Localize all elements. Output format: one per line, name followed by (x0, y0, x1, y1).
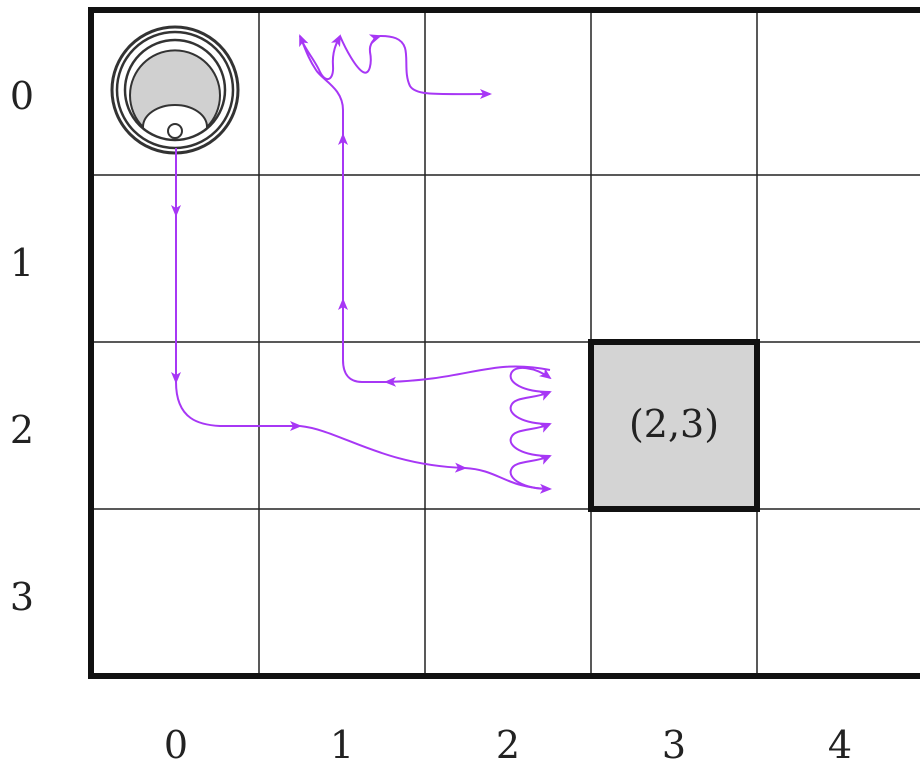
row-label: 1 (10, 241, 34, 285)
path-segment (339, 34, 382, 74)
column-label: 4 (828, 723, 852, 767)
column-label: 2 (496, 723, 520, 767)
column-label: 3 (662, 723, 686, 767)
column-label: 1 (330, 723, 354, 767)
path-segment (338, 298, 386, 383)
target-cell-box (588, 339, 760, 512)
path-segment (299, 425, 467, 473)
column-labels: 0 1 2 3 4 (164, 723, 852, 767)
column-label: 0 (164, 723, 188, 767)
path-segment (299, 34, 341, 81)
target-cell: (2,3) (588, 339, 760, 512)
row-label: 2 (10, 408, 34, 452)
target-cell-label: (2,3) (629, 402, 719, 446)
path-segment (509, 391, 552, 425)
robot-icon (110, 25, 240, 155)
row-label: 0 (10, 74, 34, 118)
path-segment (509, 455, 552, 490)
robot-path (171, 34, 552, 494)
path-segment (384, 365, 551, 387)
row-labels: 0 1 2 3 (10, 74, 34, 619)
row-label: 3 (10, 575, 34, 619)
path-segment (509, 366, 552, 393)
path-segment (464, 467, 552, 494)
path-segment (379, 35, 492, 100)
grid (88, 7, 920, 679)
path-segment (175, 381, 302, 431)
grid-border (88, 7, 920, 679)
path-segment (509, 423, 552, 457)
